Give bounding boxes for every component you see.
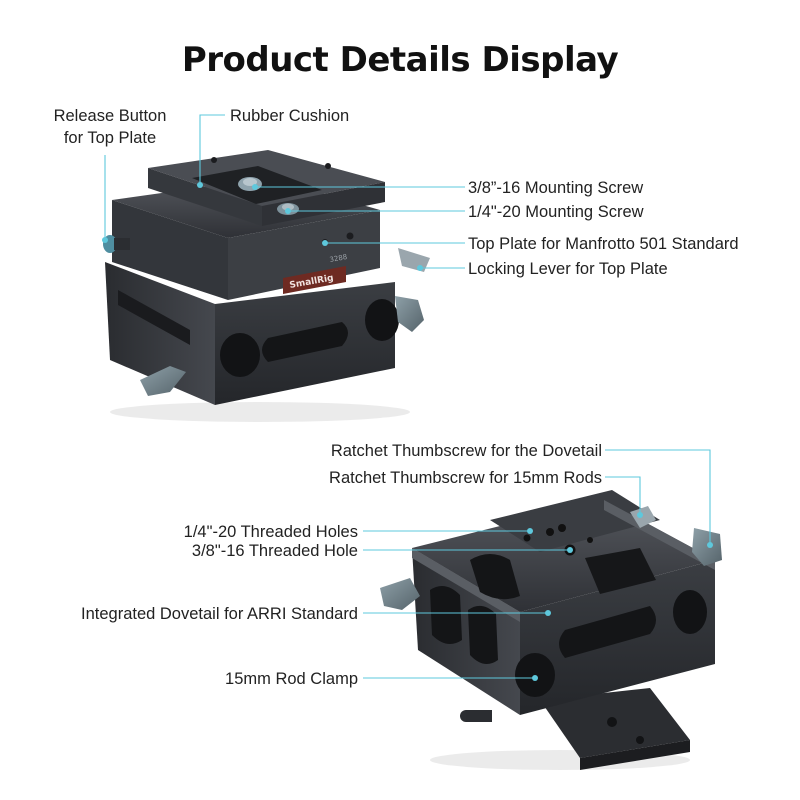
page-title: Product Details Display bbox=[181, 40, 619, 80]
rod-clamp-label: 15mm Rod Clamp bbox=[225, 670, 358, 688]
bottom-product-image bbox=[380, 490, 722, 770]
top-plate-label: Top Plate for Manfrotto 501 Standard bbox=[468, 235, 739, 253]
mounting-screw-1-4-label: 1/4"-20 Mounting Screw bbox=[468, 203, 644, 221]
threaded-hole-3-8-label: 3/8"-16 Threaded Hole bbox=[191, 542, 358, 560]
threaded-holes-1-4-label: 1/4"-20 Threaded Holes bbox=[183, 523, 358, 541]
integrated-dovetail-label: Integrated Dovetail for ARRI Standard bbox=[81, 605, 358, 623]
top-product-image: SmallRig 3288 bbox=[103, 150, 430, 422]
release-button-label-line1: Release Button bbox=[53, 107, 167, 125]
release-button-label-line2: for Top Plate bbox=[63, 129, 157, 147]
leader-dots bbox=[102, 182, 713, 681]
svg-text:3288: 3288 bbox=[329, 253, 348, 264]
ratchet-dovetail-label: Ratchet Thumbscrew for the Dovetail bbox=[330, 442, 602, 460]
ratchet-rods-label: Ratchet Thumbscrew for 15mm Rods bbox=[329, 469, 602, 487]
release-button-label: Release Button for Top Plate bbox=[48, 105, 172, 149]
mounting-screw-3-8-label: 3/8”-16 Mounting Screw bbox=[468, 179, 644, 197]
leader-lines bbox=[104, 114, 711, 679]
rubber-cushion-label: Rubber Cushion bbox=[230, 107, 350, 125]
locking-lever-label: Locking Lever for Top Plate bbox=[468, 260, 668, 278]
